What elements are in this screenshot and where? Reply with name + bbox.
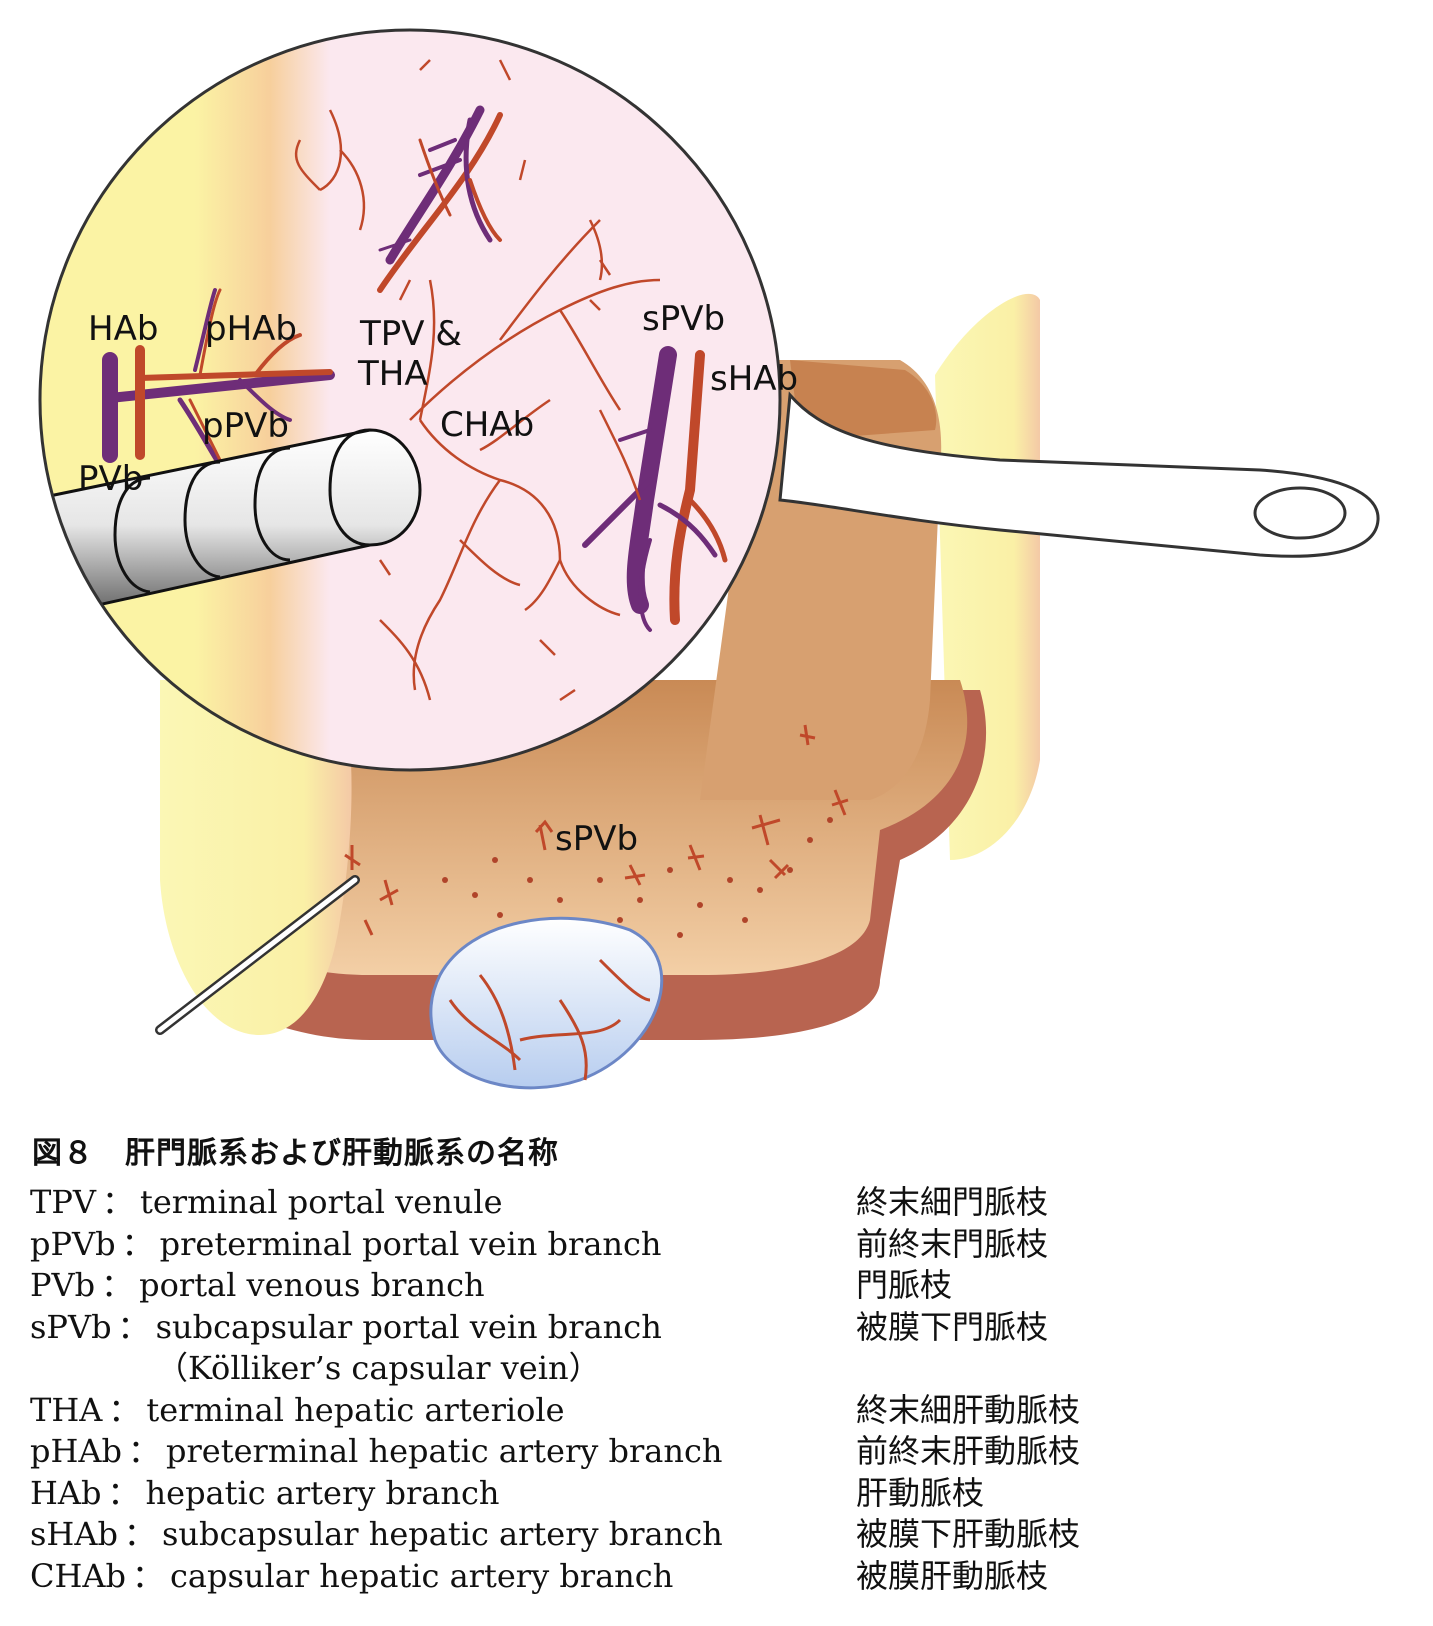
legend-description: subcapsular hepatic artery branch <box>161 1515 723 1553</box>
legend-japanese: 終末細肝動脈枝 <box>856 1390 1081 1429</box>
label-hab: HAb <box>88 309 158 349</box>
legend-term: pHAb：preterminal hepatic artery branch <box>30 1431 723 1473</box>
legend-term: PVb：portal venous branch <box>30 1265 485 1307</box>
legend-abbr: pPVb <box>30 1224 116 1263</box>
legend-description: capsular hepatic artery branch <box>170 1556 674 1595</box>
endoscope <box>40 428 422 622</box>
label-tpv: TPV & <box>359 314 462 354</box>
legend-term: TPV：terminal portal venule <box>30 1182 503 1224</box>
legend-separator: ： <box>108 1390 141 1429</box>
figure-caption: 図８ 肝門脈系および肝動脈系の名称 <box>32 1136 559 1171</box>
label-shab: sHAb <box>710 359 798 399</box>
lens-content <box>40 30 780 770</box>
legend-separator: ： <box>127 1432 160 1470</box>
legend-term: （Kölliker’s capsular vein） <box>156 1348 601 1390</box>
liver-right-cap <box>790 360 937 440</box>
legend-abbr: HAb <box>30 1473 102 1512</box>
legend-japanese: 被膜下門脈枝 <box>856 1307 1049 1346</box>
right-vessel-group <box>582 346 728 632</box>
legend-term: HAb：hepatic artery branch <box>30 1473 500 1515</box>
legend-description: （Kölliker’s capsular vein） <box>156 1349 601 1387</box>
legend-japanese: 肝動脈枝 <box>856 1473 985 1512</box>
legend-japanese: 被膜下肝動脈枝 <box>856 1515 1081 1553</box>
legend-abbr: sHAb <box>30 1515 118 1553</box>
label-pvb: PVb <box>78 459 143 499</box>
label-phab: pHAb <box>205 309 297 349</box>
legend-term: sHAb：subcapsular hepatic artery branch <box>30 1514 723 1556</box>
legend-description: portal venous branch <box>139 1266 485 1304</box>
gallbladder <box>429 916 664 1090</box>
legend-row: HAb：hepatic artery branch 肝動脈枝 <box>30 1473 1410 1515</box>
legend-separator: ： <box>107 1473 140 1512</box>
legend-row: TPV：terminal portal venule 終末細門脈枝 <box>30 1182 1410 1224</box>
probe-needle <box>155 875 360 1035</box>
legend-japanese: 終末細門脈枝 <box>856 1183 1049 1221</box>
legend-description: preterminal hepatic artery branch <box>166 1432 723 1470</box>
legend-description: terminal portal venule <box>140 1183 503 1221</box>
legend-row: pHAb：preterminal hepatic artery branch 前終… <box>30 1431 1410 1473</box>
legend-row: sHAb：subcapsular hepatic artery branch 被膜… <box>30 1514 1410 1556</box>
legend-abbr: CHAb <box>30 1556 126 1595</box>
capsule-vessels <box>344 724 849 936</box>
left-fat-pad <box>160 680 352 1035</box>
label-spvb-top: sPVb <box>642 299 725 339</box>
legend-row: THA：terminal hepatic arteriole 終末細肝動脈枝 <box>30 1390 1410 1432</box>
legend-row: pPVb：preterminal portal vein branch 前終末門脈… <box>30 1224 1410 1266</box>
legend-abbr: TPV <box>30 1183 96 1221</box>
capillary-network <box>294 59 661 702</box>
legend-separator: ： <box>131 1556 164 1595</box>
liver-vessel-diagram: HAb pHAb pPVb PVb TPV & THA CHAb sPVb sH… <box>38 28 1380 1090</box>
legend-japanese: 前終末肝動脈枝 <box>856 1432 1081 1470</box>
magnifier-handle <box>778 391 1380 558</box>
legend-row: sPVb：subcapsular portal vein branch 被膜下門脈… <box>30 1307 1410 1349</box>
legend-abbr: pHAb <box>30 1432 122 1470</box>
handle-hole-icon <box>1253 486 1347 540</box>
legend-term: THA：terminal hepatic arteriole <box>30 1390 565 1432</box>
capsule-dots <box>442 817 833 938</box>
legend-separator: ： <box>117 1307 150 1346</box>
legend-japanese: 被膜肝動脈枝 <box>856 1556 1049 1595</box>
legend-abbr: sPVb <box>30 1307 112 1346</box>
legend-description: subcapsular portal vein branch <box>155 1307 662 1346</box>
label-tha: THA <box>357 354 428 394</box>
legend-description: terminal hepatic arteriole <box>146 1390 565 1429</box>
legend-japanese: 門脈枝 <box>856 1266 953 1304</box>
label-chab: CHAb <box>440 405 534 445</box>
legend-abbr: PVb <box>30 1266 96 1304</box>
label-ppvb: pPVb <box>202 406 289 446</box>
legend-term: CHAb：capsular hepatic artery branch <box>30 1556 673 1598</box>
gallbladder-vessels <box>448 958 651 1081</box>
legend-separator: ： <box>101 1266 134 1304</box>
legend-separator: ： <box>101 1183 134 1221</box>
legend-row: PVb：portal venous branch 門脈枝 <box>30 1265 1410 1307</box>
legend-term: sPVb：subcapsular portal vein branch <box>30 1307 662 1349</box>
magnifier-rim <box>38 28 782 772</box>
legend-abbr: THA <box>30 1390 103 1429</box>
legend-description: preterminal portal vein branch <box>159 1224 662 1263</box>
legend-separator: ： <box>121 1224 154 1263</box>
legend-description: hepatic artery branch <box>145 1473 500 1512</box>
label-spvb-bottom: sPVb <box>555 819 638 859</box>
legend-row: CHAb：capsular hepatic artery branch 被膜肝動脈… <box>30 1556 1410 1598</box>
legend-row: （Kölliker’s capsular vein） <box>30 1348 1410 1390</box>
legend-japanese: 前終末門脈枝 <box>856 1224 1049 1263</box>
diagram-canvas: HAb pHAb pPVb PVb TPV & THA CHAb sPVb sH… <box>38 28 1380 1090</box>
top-vessel-cluster <box>377 105 503 293</box>
legend-separator: ： <box>123 1515 156 1553</box>
legend-term: pPVb：preterminal portal vein branch <box>30 1224 662 1266</box>
